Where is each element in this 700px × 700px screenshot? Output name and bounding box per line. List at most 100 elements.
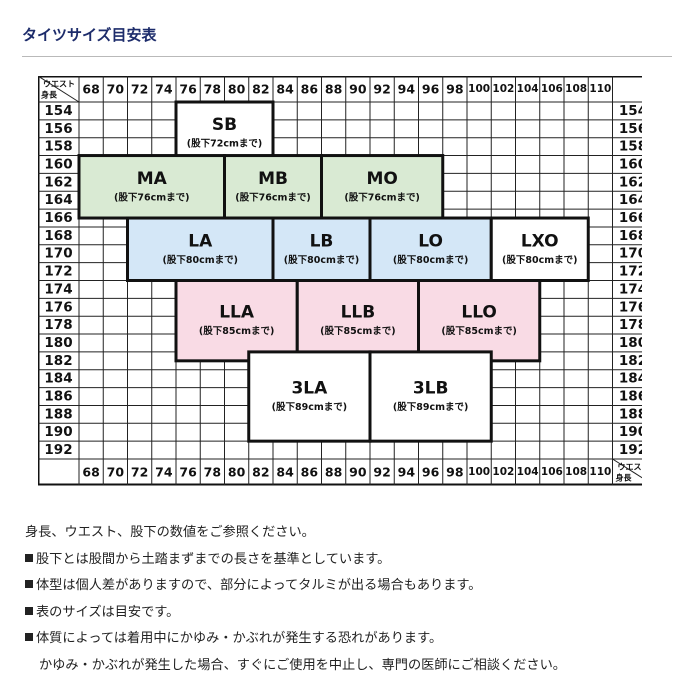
waist-tick-label: 70: [107, 465, 125, 480]
waist-tick-label: 68: [82, 82, 99, 97]
waist-tick-label: 98: [446, 82, 463, 97]
height-tick-label: 176: [619, 299, 642, 315]
height-tick-label: 162: [44, 174, 72, 190]
height-tick-label: 188: [619, 406, 642, 422]
height-tick-label: 160: [44, 156, 72, 172]
waist-tick-label: 72: [131, 465, 148, 480]
waist-tick-label: 92: [373, 82, 390, 97]
height-tick-label: 156: [44, 121, 72, 137]
size-inseam: (股下89cmまで): [393, 401, 468, 413]
size-inseam: (股下80cmまで): [284, 254, 359, 266]
size-box: [320, 154, 445, 220]
size-inseam: (股下85cmまで): [441, 325, 516, 337]
waist-tick-label: 110: [589, 466, 611, 478]
size-name: 3LA: [291, 379, 328, 399]
waist-tick-label: 86: [301, 82, 319, 97]
waist-tick-label: 84: [276, 465, 294, 480]
size-inseam: (股下76cmまで): [235, 191, 310, 203]
height-tick-label: 182: [619, 353, 642, 369]
waist-tick-label: 88: [325, 82, 342, 97]
height-tick-label: 178: [44, 317, 72, 333]
waist-tick-label: 80: [228, 465, 246, 480]
size-name: LXO: [521, 231, 559, 251]
height-tick-label: 188: [44, 406, 72, 422]
size-name: SB: [212, 115, 237, 135]
size-name: LLO: [461, 303, 497, 323]
height-tick-label: 160: [619, 156, 642, 172]
height-tick-label: 172: [44, 264, 72, 280]
size-name: 3LB: [413, 379, 449, 399]
waist-tick-label: 100: [468, 466, 490, 478]
height-tick-label: 172: [619, 264, 642, 280]
waist-tick-label: 88: [325, 465, 342, 480]
waist-tick-label: 76: [179, 82, 197, 97]
bullet-icon: [25, 633, 33, 641]
size-box: [368, 350, 493, 443]
height-tick-label: 178: [619, 317, 642, 333]
height-tick-label: 182: [44, 353, 72, 369]
size-name: MA: [137, 169, 168, 189]
waist-tick-label: 96: [422, 465, 440, 480]
size-name: LLB: [341, 303, 376, 323]
note-item: 体質によっては着用中にかゆみ・かぶれが発生する恐れがあります。: [25, 626, 685, 653]
size-name: LO: [418, 231, 443, 251]
waist-tick-label: 86: [301, 465, 319, 480]
waist-tick-label: 80: [228, 82, 246, 97]
size-inseam: (股下80cmまで): [393, 254, 468, 266]
waist-tick-label: 74: [155, 82, 173, 97]
waist-tick-label: 108: [565, 466, 587, 478]
height-tick-label: 174: [619, 281, 642, 297]
size-inseam: (股下76cmまで): [114, 191, 189, 203]
height-tick-label: 170: [619, 246, 642, 262]
waist-tick-label: 82: [252, 82, 269, 97]
height-tick-label: 186: [619, 389, 642, 405]
note-item: 表のサイズは目安です。: [25, 600, 685, 627]
size-name: LA: [188, 231, 213, 251]
size-box: [247, 350, 372, 443]
size-inseam: (股下76cmまで): [344, 191, 419, 203]
waist-tick-label: 68: [82, 465, 99, 480]
height-tick-label: 190: [44, 424, 72, 440]
height-tick-label: 168: [619, 228, 642, 244]
waist-tick-label: 92: [373, 465, 390, 480]
waist-tick-label: 76: [179, 465, 197, 480]
height-tick-label: 192: [619, 442, 642, 458]
height-tick-label: 158: [619, 139, 642, 155]
corner-height-label: 身長: [616, 473, 633, 483]
note-text: 体質によっては着用中にかゆみ・かぶれが発生する恐れがあります。: [36, 631, 443, 646]
size-box: [295, 279, 420, 363]
size-box: [271, 216, 372, 282]
waist-tick-label: 104: [517, 83, 539, 95]
waist-tick-label: 94: [398, 465, 416, 480]
size-box: [223, 154, 323, 220]
waist-tick-label: 100: [468, 83, 490, 95]
height-tick-label: 154: [44, 103, 72, 119]
size-name: LB: [310, 231, 334, 251]
size-inseam: (股下72cmまで): [187, 138, 262, 150]
size-box: [417, 279, 542, 363]
note-text: 体型は個人差がありますので、部分によってタルミが出る場合もあります。: [36, 578, 482, 593]
height-tick-label: 158: [44, 139, 72, 155]
waist-tick-label: 78: [204, 82, 221, 97]
height-tick-label: 162: [619, 174, 642, 190]
note-item: 股下とは股間から土踏まずまでの長さを基準としています。: [25, 547, 685, 574]
size-chart: ウエスト身長ウエスト身長6868707072727474767678788080…: [38, 76, 642, 486]
waist-tick-label: 78: [204, 465, 221, 480]
height-tick-label: 166: [619, 210, 642, 226]
height-tick-label: 184: [44, 371, 72, 387]
waist-tick-label: 94: [398, 82, 416, 97]
waist-tick-label: 90: [349, 82, 367, 97]
waist-tick-label: 84: [276, 82, 294, 97]
height-tick-label: 164: [44, 192, 72, 208]
size-name: MB: [258, 169, 288, 189]
height-tick-label: 154: [619, 103, 642, 119]
height-tick-label: 180: [619, 335, 642, 351]
waist-tick-label: 70: [107, 82, 125, 97]
waist-tick-label: 72: [131, 82, 148, 97]
height-tick-label: 180: [44, 335, 72, 351]
bullet-icon: [25, 606, 33, 615]
size-name: LLA: [219, 303, 255, 323]
height-tick-label: 156: [619, 121, 642, 137]
notes-intro: 身長、ウエスト、股下の数値をご参照ください。: [25, 525, 315, 540]
note-text: 表のサイズは目安です。: [36, 604, 180, 620]
